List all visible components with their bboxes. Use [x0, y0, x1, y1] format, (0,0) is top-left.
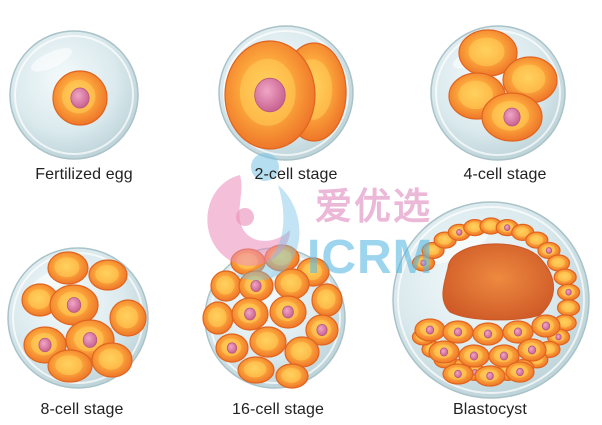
- cell-4cell-bottom: [481, 92, 543, 142]
- cell-16cell-15: [237, 356, 275, 384]
- cell-blastocyst-mass-3: [472, 322, 504, 346]
- cell-layer: [21, 29, 581, 389]
- cell-2cell-front: [224, 40, 316, 150]
- cell-8cell-9: [47, 349, 93, 383]
- cell-blastocyst-mass-11: [474, 365, 506, 387]
- cell-4cell-right: [502, 56, 558, 104]
- cell-blastocyst-mass-4: [502, 320, 534, 344]
- cell-blastocyst-mass-8: [488, 344, 520, 368]
- cell-blastocyst-mass-7: [458, 344, 490, 368]
- cell-blastocyst-mass-10: [442, 363, 474, 385]
- cell-8cell-1: [47, 251, 89, 285]
- label-16-cell: 16-cell stage: [231, 401, 325, 418]
- cell-blastocyst-ring-12: [553, 268, 577, 286]
- cell-16cell-4: [210, 270, 242, 302]
- cell-blastocyst-ring-13: [556, 283, 581, 301]
- cell-blastocyst-mass-9: [517, 338, 547, 362]
- label-blastocyst: Blastocyst: [453, 401, 527, 418]
- cell-16cell-2: [264, 244, 300, 272]
- label-fertilized-egg: Fertilized egg: [35, 166, 133, 183]
- cell-fertilized-egg: [52, 70, 108, 126]
- cell-8cell-2: [88, 259, 128, 291]
- cell-16cell-10: [269, 295, 307, 329]
- cell-blastocyst-mass-12: [505, 361, 535, 383]
- cell-16cell-6: [274, 268, 310, 300]
- cell-16cell-9: [231, 297, 269, 331]
- cell-8cell-4: [109, 299, 147, 337]
- blastocoel-cavity: [442, 243, 554, 321]
- cell-8cell-8: [91, 342, 133, 378]
- cell-16cell-7: [311, 283, 343, 317]
- cell-blastocyst-mass-1: [414, 318, 446, 342]
- cell-blastocyst-ring-2: [421, 241, 445, 260]
- cell-blastocyst-mass-2: [442, 320, 474, 344]
- label-2-cell: 2-cell stage: [254, 166, 338, 183]
- cell-16cell-13: [249, 326, 287, 358]
- cell-16cell-8: [202, 301, 234, 335]
- label-4-cell: 4-cell stage: [463, 166, 547, 183]
- cell-8cell-5: [49, 284, 99, 326]
- cell-blastocyst-ring-14: [556, 299, 581, 317]
- cell-16cell-5: [238, 270, 274, 302]
- cell-blastocyst-ring-1: [411, 254, 436, 272]
- cell-16cell-16: [275, 363, 309, 389]
- cell-blastocyst-ring-10: [537, 241, 561, 260]
- cell-16cell-14: [284, 336, 320, 368]
- cell-blastocyst-mass-6: [428, 340, 460, 364]
- label-8-cell: 8-cell stage: [40, 401, 124, 418]
- cell-16cell-12: [215, 333, 249, 363]
- cell-blastocyst-ring-11: [546, 254, 571, 272]
- cell-8cell-3: [21, 283, 59, 317]
- cell-4cell-top: [458, 29, 518, 77]
- cell-blastocyst-mass-5: [531, 314, 561, 338]
- cell-16cell-11: [305, 314, 339, 346]
